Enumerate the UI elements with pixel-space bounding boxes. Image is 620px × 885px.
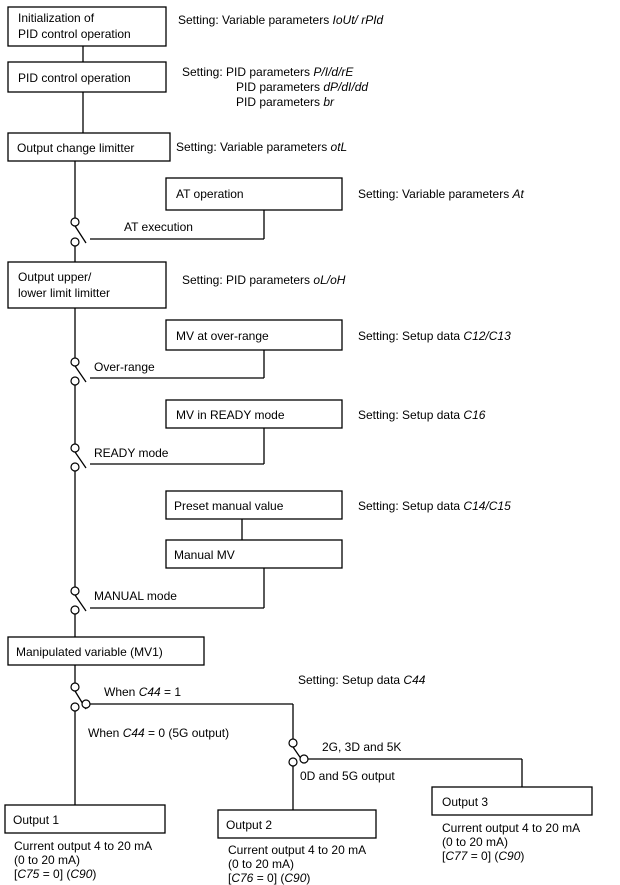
block-preset-manual-label: Preset manual value xyxy=(174,499,284,513)
output-3-type: Current output 4 to 20 mA xyxy=(442,821,581,835)
output-1-description: Current output 4 to 20 mA (0 to 20 mA) [… xyxy=(14,839,152,881)
block-mv-over-range-label: MV at over-range xyxy=(176,329,269,343)
block-output-2: Output 2 xyxy=(217,809,377,839)
output-3-params: [C77 = 0] (C90) xyxy=(442,849,525,863)
block-initialization: Initialization of PID control operation xyxy=(7,6,167,47)
block-output-3-label: Output 3 xyxy=(442,795,488,809)
output-1-type: Current output 4 to 20 mA xyxy=(14,839,153,853)
output-2-description: Current output 4 to 20 mA (0 to 20 mA) [… xyxy=(228,843,366,885)
setting-at-operation: Setting: Variable parameters At xyxy=(358,187,525,201)
block-pid-control-label: PID control operation xyxy=(18,71,131,85)
setting-pid-line2: PID parameters dP/dI/dd xyxy=(236,80,368,94)
switch-label-type1: 2G, 3D and 5K xyxy=(322,740,401,754)
setting-output-limit: Setting: PID parameters oL/oH xyxy=(182,273,346,287)
setting-mv-over-range: Setting: Setup data C12/C13 xyxy=(358,329,511,343)
output-1-params: [C75 = 0] (C90) xyxy=(14,867,97,881)
block-manual-mv: Manual MV xyxy=(165,539,343,569)
block-at-operation-label: AT operation xyxy=(176,187,244,201)
block-output-change-limitter-label: Output change limitter xyxy=(17,141,134,155)
setting-pid-line3: PID parameters br xyxy=(236,95,335,109)
setting-initialization: Setting: Variable parameters IoUt/ rPId xyxy=(178,13,384,27)
block-pid-control: PID control operation xyxy=(7,61,167,93)
switch-label-type2: 0D and 5G output xyxy=(300,769,395,783)
switch-label-c44-0: When C44 = 0 (5G output) xyxy=(88,726,229,740)
block-output-3: Output 3 xyxy=(431,786,593,816)
setting-output-change-limitter: Setting: Variable parameters otL xyxy=(176,140,347,154)
setting-pid-line1: Setting: PID parameters P/I/d/rE xyxy=(182,65,354,79)
output-3-range: (0 to 20 mA) xyxy=(442,835,509,849)
switch-label-c44-1: When C44 = 1 xyxy=(104,685,181,699)
output-2-params: [C76 = 0] (C90) xyxy=(228,871,311,885)
setting-preset-manual: Setting: Setup data C14/C15 xyxy=(358,499,511,513)
switch-contacts xyxy=(70,217,309,767)
block-output-limit-line1: Output upper/ xyxy=(18,270,92,284)
block-mv1-label: Manipulated variable (MV1) xyxy=(16,645,163,659)
block-manual-mv-label: Manual MV xyxy=(174,548,235,562)
switch-label-over-range: Over-range xyxy=(94,360,155,374)
switch-label-ready-mode: READY mode xyxy=(94,446,169,460)
block-output-1-label: Output 1 xyxy=(13,813,59,827)
block-output-1: Output 1 xyxy=(4,804,166,834)
block-initialization-line2: PID control operation xyxy=(18,27,131,41)
output-1-range: (0 to 20 mA) xyxy=(14,853,81,867)
setting-mv-ready: Setting: Setup data C16 xyxy=(358,408,486,422)
output-3-description: Current output 4 to 20 mA (0 to 20 mA) [… xyxy=(442,821,580,863)
block-initialization-line1: Initialization of xyxy=(18,11,95,25)
block-mv1: Manipulated variable (MV1) xyxy=(7,636,205,666)
block-output-change-limitter: Output change limitter xyxy=(7,132,171,162)
block-mv-ready-label: MV in READY mode xyxy=(176,408,285,422)
output-2-range: (0 to 20 mA) xyxy=(228,857,295,871)
block-mv-over-range: MV at over-range xyxy=(165,319,343,351)
output-2-type: Current output 4 to 20 mA xyxy=(228,843,367,857)
block-output-2-label: Output 2 xyxy=(226,818,272,832)
block-at-operation: AT operation xyxy=(165,177,343,211)
switch-label-at-execution: AT execution xyxy=(124,220,193,234)
block-mv-ready: MV in READY mode xyxy=(165,399,343,429)
setting-c44: Setting: Setup data C44 xyxy=(298,673,426,687)
block-output-limit-limitter: Output upper/ lower limit limitter xyxy=(7,261,167,309)
block-output-limit-line2: lower limit limitter xyxy=(18,286,110,300)
switch-label-manual-mode: MANUAL mode xyxy=(94,589,177,603)
block-preset-manual: Preset manual value xyxy=(165,490,343,520)
